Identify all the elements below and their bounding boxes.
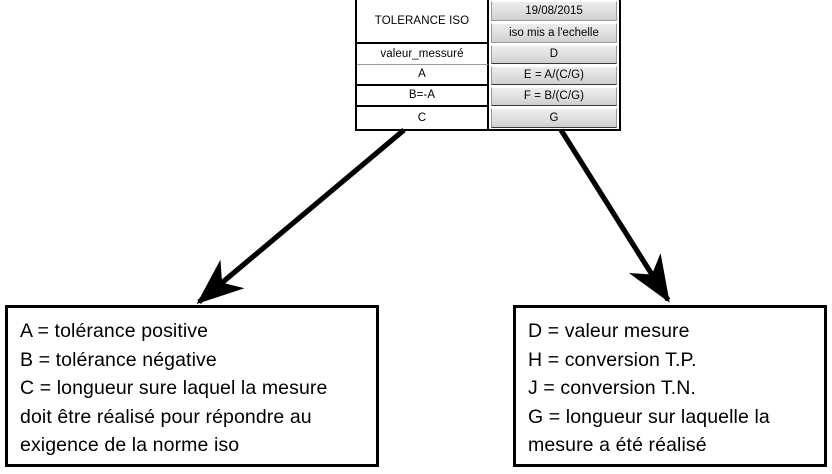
table-title-cell: TOLERANCE ISO: [357, 0, 489, 44]
legend-box-left: A = tolérance positive B = tolérance nég…: [5, 305, 379, 467]
row-value-group: D: [489, 44, 619, 65]
row-label-a: A: [357, 65, 489, 86]
legend-right-line-3: J = conversion T.N.: [528, 377, 696, 399]
table-row: C G: [357, 107, 619, 129]
row-label-c: C: [357, 107, 489, 129]
tolerance-iso-table: TOLERANCE ISO 19/08/2015 iso mis a l'ech…: [355, 0, 621, 131]
table-row: B=-A F = B/(C/G): [357, 86, 619, 107]
table-header-row: TOLERANCE ISO 19/08/2015 iso mis a l'ech…: [357, 0, 619, 44]
legend-right-line-4: G = longueur sur laquelle la: [528, 405, 770, 428]
legend-left-line-5: exigence de la norme iso: [20, 434, 240, 456]
table-subtitle-cell: iso mis a l'echelle: [491, 23, 617, 43]
row-label-valeur-messure: valeur_messuré: [357, 44, 489, 65]
row-value-group: G: [489, 107, 619, 129]
row-value-g: G: [491, 108, 617, 128]
legend-left-line-4: doit être réalisé pour répondre au: [20, 405, 312, 428]
row-value-group: F = B/(C/G): [489, 86, 619, 107]
legend-right-line-1: D = valeur mesure: [528, 320, 690, 342]
table-row: valeur_messuré D: [357, 44, 619, 65]
legend-box-right: D = valeur mesure H = conversion T.P. J …: [513, 305, 827, 467]
arrow-to-right-legend: [558, 128, 671, 303]
legend-right-line-2: H = conversion T.P.: [528, 348, 697, 371]
table-header-right-group: 19/08/2015 iso mis a l'echelle: [489, 0, 619, 44]
row-value-f: F = B/(C/G): [491, 87, 617, 106]
row-value-d: D: [491, 45, 617, 64]
legend-left-line-1: A = tolérance positive: [20, 320, 209, 342]
table-date-cell: 19/08/2015: [491, 1, 617, 21]
row-value-e: E = A/(C/G): [491, 66, 617, 85]
row-value-group: E = A/(C/G): [489, 65, 619, 86]
legend-left-line-2: B = tolérance négative: [20, 348, 217, 371]
arrow-to-left-legend: [196, 128, 406, 305]
table-row: A E = A/(C/G): [357, 65, 619, 86]
row-label-b: B=-A: [357, 86, 489, 107]
legend-right-line-5: mesure a été réalisé: [528, 434, 707, 456]
legend-left-line-3: C = longueur sure laquel la mesure: [20, 377, 328, 399]
